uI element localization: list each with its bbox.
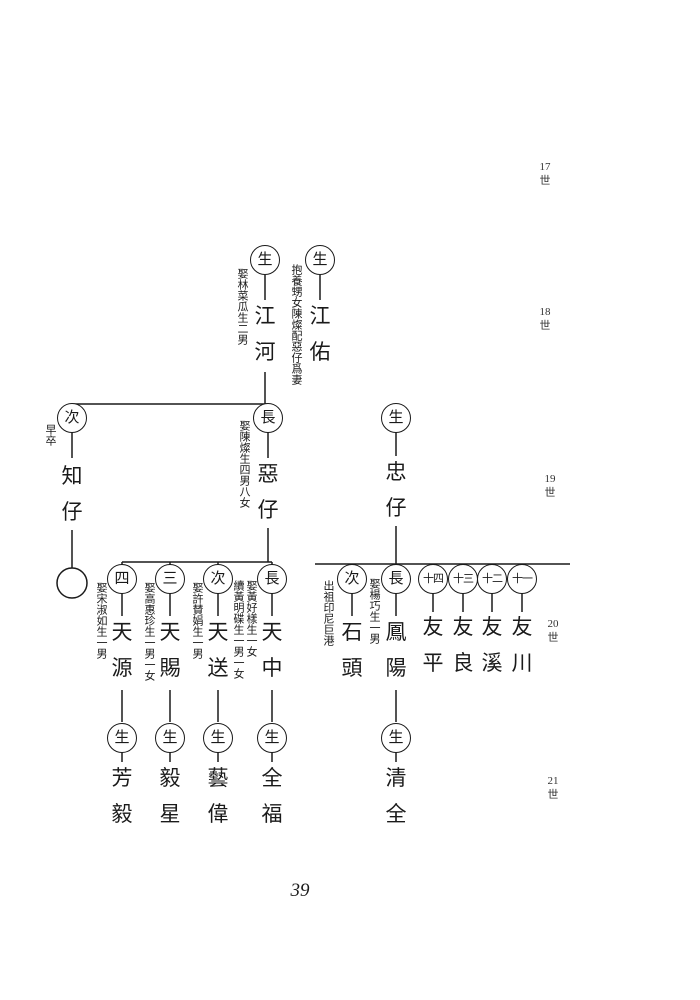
annotation-jianghe: 娶林菜瓜生二男 — [236, 268, 249, 345]
relation-badge-ezai: 長 — [253, 403, 283, 433]
annotation-tianyuan: 娶宋淑如生一男 — [95, 582, 108, 659]
relation-badge-youliang: 十三 — [448, 564, 478, 594]
annotation-tianzhong-1: 娶黃好樣生一女 — [245, 580, 258, 657]
person-name-ezai: 惡仔 — [257, 462, 279, 522]
relation-badge-youxi: 十二 — [477, 564, 507, 594]
person-name-youping: 友平 — [422, 615, 444, 675]
blank-descendant-circle — [56, 567, 88, 599]
person-name-tianyuan: 天源 — [111, 620, 133, 680]
relation-badge-yiwei: 生 — [203, 723, 233, 753]
person-name-youxi: 友溪 — [481, 615, 503, 675]
person-name-zhongzai: 忠仔 — [385, 460, 407, 520]
relation-badge-jianghe: 生 — [250, 245, 280, 275]
person-name-shitou: 石頭 — [341, 620, 363, 680]
annotation-shitou: 出祖印尼巨港 — [322, 580, 335, 646]
relation-badge-shitou: 次 — [337, 564, 367, 594]
relation-badge-fangyi: 生 — [107, 723, 137, 753]
person-name-fengyang: 鳳陽 — [385, 620, 407, 680]
person-name-tianzhong: 天中 — [261, 620, 283, 680]
person-name-yixing: 毅星 — [159, 766, 181, 826]
relation-badge-youping: 十四 — [418, 564, 448, 594]
person-name-youliang: 友良 — [452, 615, 474, 675]
relation-badge-tianci: 三 — [155, 564, 185, 594]
page-number: 39 — [290, 880, 310, 901]
relation-badge-zhizai: 次 — [57, 403, 87, 433]
relation-badge-quanfu: 生 — [257, 723, 287, 753]
relation-badge-yixing: 生 — [155, 723, 185, 753]
relation-badge-youchuan: 十一 — [507, 564, 537, 594]
person-name-qingquan: 清全 — [385, 766, 407, 826]
person-name-tianci: 天賜 — [159, 620, 181, 680]
relation-badge-jiangyou: 生 — [305, 245, 335, 275]
annotation-tianzhong-2: 續黃明碟生一男一女 — [232, 580, 245, 679]
person-name-jianghe: 江河 — [254, 304, 276, 364]
person-name-youchuan: 友川 — [511, 615, 533, 675]
annotation-tiansong: 娶許賛娟生一男 — [191, 582, 204, 659]
relation-badge-zhongzai: 生 — [381, 403, 411, 433]
person-name-quanfu: 全福 — [261, 766, 283, 826]
annotation-tianci: 娶高惠珍生一男一女 — [143, 582, 156, 681]
annotation-ezai: 娶陳燦生四男八女 — [238, 420, 251, 508]
relation-badge-tianzhong: 長 — [257, 564, 287, 594]
person-name-tiansong: 天送 — [207, 620, 229, 680]
annotation-zhizai: 早卒 — [44, 424, 57, 446]
relation-badge-tiansong: 次 — [203, 564, 233, 594]
person-name-fangyi: 芳毅 — [111, 766, 133, 826]
person-name-jiangyou: 江佑 — [309, 304, 331, 364]
relation-badge-qingquan: 生 — [381, 723, 411, 753]
person-name-yiwei: 藝偉 — [207, 766, 229, 826]
relation-badge-fengyang: 長 — [381, 564, 411, 594]
person-name-zhizai: 知仔 — [61, 464, 83, 524]
annotation-jiangyou: 抱養甥女陳燦配惡仔爲妻 — [290, 264, 303, 385]
relation-badge-tianyuan: 四 — [107, 564, 137, 594]
annotation-fengyang: 娶楊巧生一男 — [368, 578, 381, 644]
